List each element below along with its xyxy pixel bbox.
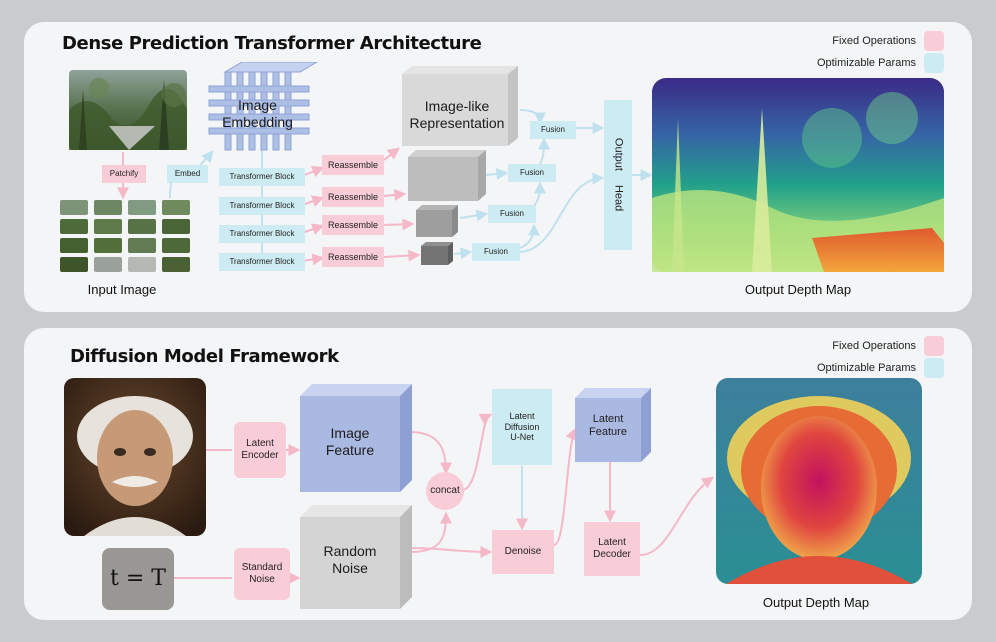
legend-optimizable-label: Optimizable Params (816, 57, 916, 69)
image-like-representation-label: Image-like Representation (409, 98, 505, 131)
dpt-legend-fixed: Fixed Operations (832, 31, 944, 51)
patch-grid (60, 200, 190, 272)
diffusion-depth-map (716, 378, 922, 584)
transformer-block-1: Transformer Block (219, 168, 305, 186)
dpt-title: Dense Prediction Transformer Architectur… (62, 33, 482, 54)
concat-op: concat (426, 472, 464, 510)
legend-fixed-swatch (924, 31, 944, 51)
dpt-depth-map (652, 78, 944, 272)
legend-optimizable-label: Optimizable Params (816, 362, 916, 374)
latent-feature-label: Latent Feature (589, 412, 627, 438)
input-image-caption: Input Image (87, 282, 157, 297)
fusion-3: Fusion (488, 205, 536, 223)
reassemble-2: Reassemble (322, 187, 384, 207)
latent-feature-cube (575, 388, 651, 462)
image-feature-label: Image Feature (325, 425, 375, 458)
latent-diffusion-unet: Latent Diffusion U-Net (492, 389, 552, 465)
legend-fixed-swatch (924, 336, 944, 356)
reassemble-1: Reassemble (322, 155, 384, 175)
transformer-block-3: Transformer Block (219, 225, 305, 243)
image-embedding-stack (208, 62, 318, 151)
diffusion-legend-fixed: Fixed Operations (832, 336, 944, 356)
fusion-1: Fusion (530, 121, 576, 139)
random-noise-label: Random Noise (323, 543, 377, 576)
dpt-output-caption: Output Depth Map (744, 282, 852, 297)
dpt-legend-optimizable: Optimizable Params (817, 53, 944, 73)
latent-encoder: Latent Encoder (234, 422, 286, 478)
fusion-2: Fusion (508, 164, 556, 182)
legend-optimizable-swatch (924, 53, 944, 73)
reassemble-3: Reassemble (322, 215, 384, 235)
patchify-op: Patchify (102, 165, 146, 183)
diffusion-legend-optimizable: Optimizable Params (817, 358, 944, 378)
input-portrait (64, 378, 206, 536)
timestep-box: t = T (102, 548, 174, 610)
latent-decoder: Latent Decoder (584, 522, 640, 576)
denoise-op: Denoise (492, 530, 554, 574)
standard-noise: Standard Noise (234, 548, 290, 600)
legend-fixed-label: Fixed Operations (832, 35, 916, 47)
diffusion-output-caption: Output Depth Map (762, 595, 870, 610)
random-noise-cube (300, 505, 412, 609)
fusion-4: Fusion (472, 243, 520, 261)
legend-optimizable-swatch (924, 358, 944, 378)
image-feature-cube (300, 384, 412, 492)
representation-cubes (402, 66, 518, 265)
output-head: Output Head (604, 100, 632, 250)
embed-op: Embed (167, 165, 208, 183)
transformer-block-2: Transformer Block (219, 197, 305, 215)
legend-fixed-label: Fixed Operations (832, 340, 916, 352)
image-embedding-label: Image Embedding (222, 97, 293, 130)
reassemble-4: Reassemble (322, 247, 384, 267)
input-image (69, 70, 187, 150)
diffusion-title: Diffusion Model Framework (70, 346, 339, 367)
transformer-block-4: Transformer Block (219, 253, 305, 271)
